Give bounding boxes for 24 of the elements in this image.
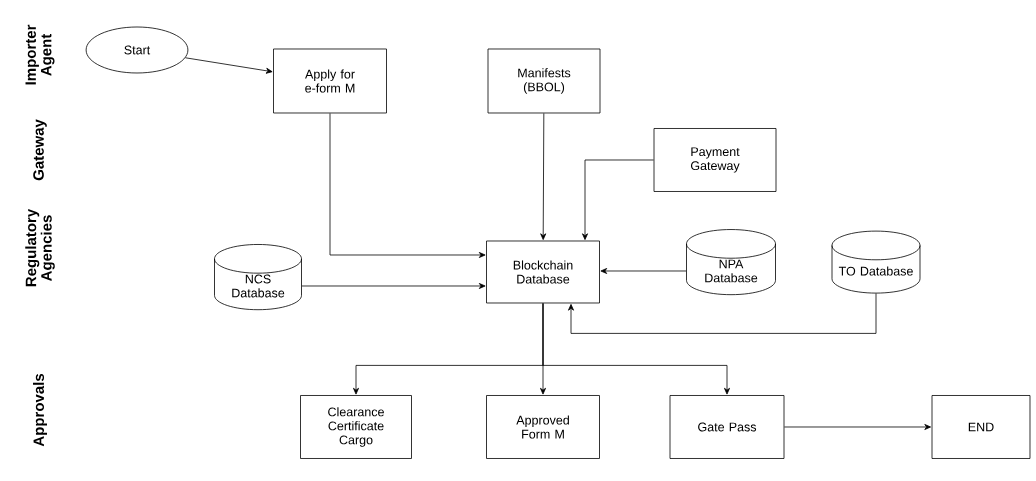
arrow bbox=[301, 283, 486, 289]
arrow bbox=[329, 113, 486, 258]
lane-label: Importer Agent bbox=[25, 24, 55, 85]
process-box: Apply for e-form M bbox=[273, 48, 387, 114]
lane-label: Approvals bbox=[33, 373, 47, 447]
arrow bbox=[185, 57, 273, 74]
process-box: Clearance Certificate Cargo bbox=[300, 395, 412, 459]
process-box: Manifests (BBOL) bbox=[487, 48, 601, 114]
arrow bbox=[542, 303, 730, 395]
arrow bbox=[540, 113, 547, 240]
database-cylinder: TO Database bbox=[831, 230, 921, 294]
process-box: Payment Gateway bbox=[653, 128, 777, 192]
database-cylinder: NCS Database bbox=[214, 244, 302, 311]
process-box: END bbox=[931, 395, 1031, 459]
arrow bbox=[582, 159, 654, 240]
arrow bbox=[568, 293, 877, 334]
process-box: Blockchain Database bbox=[486, 240, 600, 304]
arrow bbox=[600, 268, 687, 274]
arrow bbox=[784, 424, 931, 430]
lane-label: Regulatory Agencies bbox=[25, 208, 55, 287]
process-box: Approved Form M bbox=[486, 395, 600, 459]
database-cylinder: NPA Database bbox=[686, 229, 776, 296]
process-box: Gate Pass bbox=[669, 395, 785, 459]
lane-label: Gateway bbox=[33, 119, 47, 181]
